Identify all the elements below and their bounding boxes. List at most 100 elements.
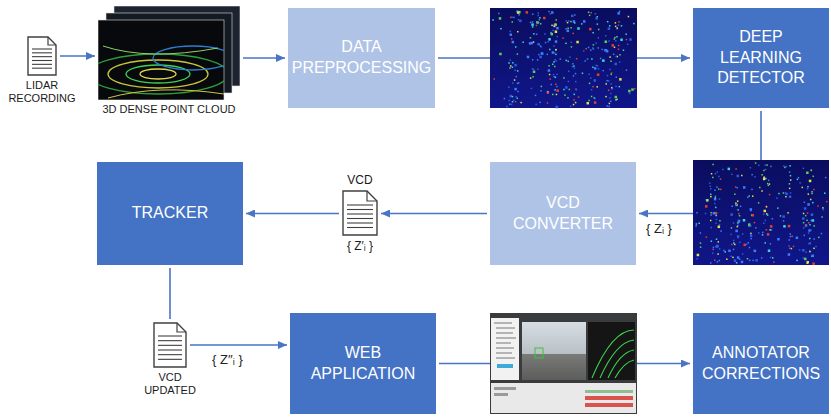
- heat-point: [715, 207, 717, 209]
- heat-point: [811, 214, 813, 216]
- heat-point: [711, 173, 713, 175]
- heat-point: [751, 174, 753, 176]
- heat-point: [730, 256, 732, 257]
- heat-point: [811, 170, 813, 172]
- heat-point: [595, 17, 598, 20]
- heat-point: [808, 243, 810, 245]
- heat-point: [752, 260, 754, 262]
- heat-point: [589, 28, 592, 31]
- timeline-bar: [585, 403, 633, 407]
- heat-point: [712, 164, 714, 166]
- heat-point: [548, 11, 550, 13]
- heat-point: [769, 194, 771, 196]
- heat-point: [822, 207, 824, 209]
- heat-point: [625, 33, 627, 35]
- heat-point: [755, 162, 757, 164]
- heat-point: [716, 215, 718, 217]
- heat-point: [748, 195, 750, 197]
- heat-point: [588, 12, 590, 14]
- heat-point: [817, 205, 819, 207]
- road-edge: [108, 90, 224, 98]
- heat-point: [751, 214, 754, 217]
- heat-point: [593, 97, 595, 99]
- heat-point: [547, 41, 549, 43]
- heat-point: [618, 48, 620, 50]
- heat-point: [719, 198, 721, 200]
- heat-point: [591, 96, 593, 98]
- heat-point: [750, 238, 752, 240]
- heat-point: [716, 245, 719, 248]
- timeline-panel: [491, 383, 636, 413]
- heat-point: [754, 222, 756, 224]
- heat-point: [768, 249, 771, 252]
- heat-point: [714, 203, 716, 205]
- heat-point: [517, 31, 519, 32]
- heat-point: [749, 260, 751, 262]
- heat-point: [728, 250, 731, 253]
- heat-point: [556, 89, 559, 92]
- heat-point: [731, 174, 733, 176]
- heat-point: [500, 28, 502, 30]
- heat-point: [806, 172, 809, 175]
- heat-point: [809, 251, 811, 253]
- scan-ring: [140, 69, 176, 79]
- heat-point: [553, 61, 555, 63]
- heat-point: [763, 170, 765, 172]
- heat-point: [767, 233, 770, 236]
- heat-point: [738, 213, 740, 215]
- heat-point: [539, 56, 542, 59]
- heat-point: [573, 20, 576, 23]
- heat-point: [553, 74, 555, 76]
- heat-point: [532, 13, 534, 15]
- lidar-ring: [600, 340, 634, 378]
- heat-point: [763, 222, 765, 224]
- heat-point: [532, 26, 534, 28]
- heat-point: [796, 260, 798, 262]
- document-line: [158, 359, 182, 360]
- heat-point: [720, 230, 722, 232]
- heat-point: [628, 90, 631, 93]
- heat-point: [809, 243, 811, 245]
- heat-point: [609, 97, 611, 99]
- heat-point: [803, 222, 805, 224]
- heat-point: [738, 220, 741, 223]
- heat-point: [821, 216, 823, 218]
- flow-arrow: [243, 57, 285, 59]
- heat-point: [739, 242, 741, 244]
- timeline-control: [494, 393, 508, 396]
- heat-point: [716, 245, 719, 248]
- heat-point: [807, 262, 809, 264]
- heat-point: [538, 15, 540, 17]
- heat-point: [731, 244, 733, 246]
- heat-point: [770, 257, 772, 259]
- heat-point: [549, 78, 551, 80]
- scan-ring: [126, 65, 190, 83]
- heat-point: [737, 235, 740, 238]
- heat-point: [714, 189, 716, 191]
- heat-point: [517, 53, 519, 55]
- heat-point: [790, 236, 792, 238]
- heat-point: [518, 19, 520, 21]
- heat-point: [731, 205, 733, 207]
- heat-point: [533, 70, 536, 73]
- document-lines: [32, 49, 52, 68]
- heat-point: [810, 170, 812, 172]
- heat-point: [724, 251, 726, 253]
- heat-point: [601, 49, 603, 51]
- heat-point: [588, 47, 590, 49]
- heat-point: [609, 25, 611, 27]
- heat-point: [585, 48, 587, 50]
- process-box: TRACKER: [97, 162, 243, 265]
- heat-point: [770, 243, 772, 245]
- heat-point: [799, 249, 801, 251]
- heat-point: [803, 168, 805, 170]
- heat-point: [767, 214, 769, 216]
- heat-point: [714, 198, 717, 201]
- heat-point: [612, 44, 615, 47]
- heat-point: [554, 89, 556, 91]
- heat-point: [615, 22, 617, 24]
- heat-point: [539, 19, 541, 21]
- heat-point: [713, 212, 716, 215]
- flow-arrow: [60, 55, 95, 57]
- heat-point: [812, 262, 815, 265]
